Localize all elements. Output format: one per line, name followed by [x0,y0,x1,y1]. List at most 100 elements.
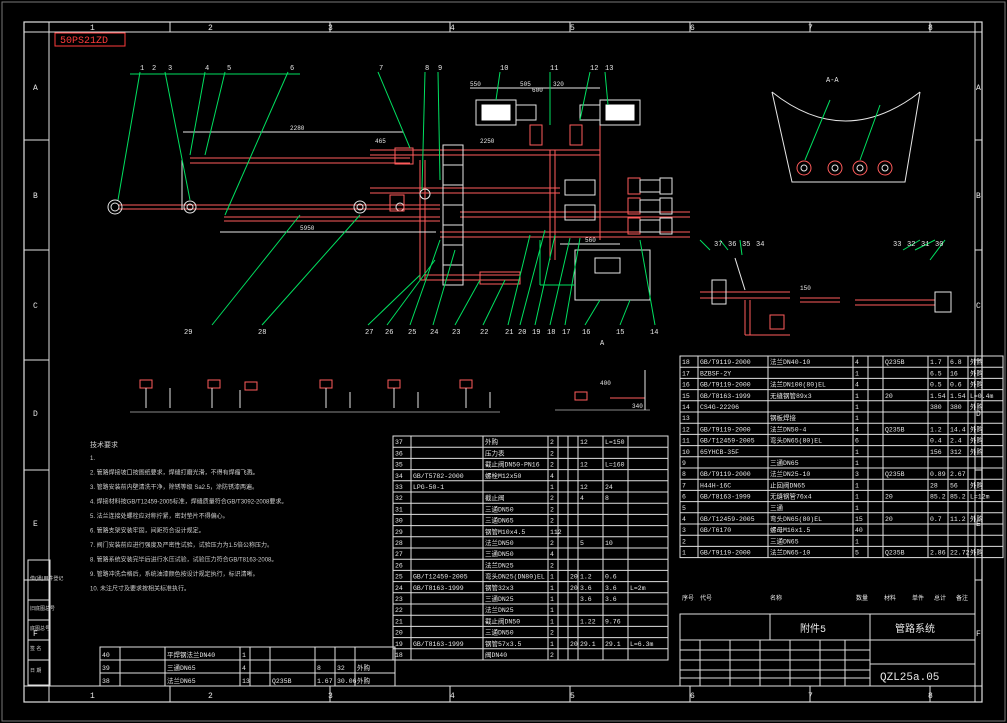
parts-top-cell: 2 [682,538,686,545]
ruler-bottom-label: 5 [570,692,575,701]
parts-top-cell: 外购 [970,548,984,557]
parts-top-cell: 4 [855,426,859,433]
parts-top-cell: 0.5 [930,382,942,389]
ruler-bottom-label: 4 [450,692,455,701]
ruler-left-label: E [33,520,38,529]
parts-mid-cell: 截止阀DN50-PN16 [485,460,540,469]
parts-top-cell: 1.54 [950,393,966,400]
dimension-text: 400 [600,380,611,387]
parts-mid-cell: 弯头DN25(DN80)EL [485,572,545,581]
parts-top-cell: 1 [855,482,859,489]
stamp-label: 旧底图总号 [30,605,55,612]
dimension-text: 2280 [290,125,305,132]
parts-mid-cell: 18 [395,652,403,659]
leader-number: 32 [907,241,915,249]
parts-top-cell: 三通DN65 [770,458,799,467]
parts-mid-cell: 24 [395,585,403,592]
parts-bottom-cell: 8 [317,665,321,672]
parts-top-cell: 1.7 [930,359,942,366]
parts-bottom-cell: 平焊钢法兰DN40 [167,650,215,659]
drawing-name: 附件5 [800,622,826,636]
parts-top-cell: 1 [855,415,859,422]
parts-top-cell: 外购 [970,436,984,445]
parts-mid-cell: 截止阀DN50 [485,616,520,625]
parts-top-cell: 法兰DN65-10 [770,548,810,557]
ruler-bottom-label: 6 [690,692,695,701]
parts-top-cell: 15 [682,393,690,400]
parts-mid-cell: 1 [550,618,554,625]
leader-number: 35 [742,241,750,249]
parts-top-cell: 弯头DN65(80)EL [770,436,822,445]
piping-plan [107,87,690,301]
parts-mid-cell: 9.76 [605,618,621,625]
parts-top-cell: 三通DN65 [770,536,799,545]
parts-bottom-cell: Q235B [272,678,292,685]
parts-mid-cell: 20 [395,630,403,637]
parts-mid-cell: 29.1 [580,641,596,648]
parts-top-cell: 40 [855,527,863,534]
ruler-top-label: 2 [208,24,213,33]
parts-top-cell: GB/T8163-1999 [700,494,751,501]
dimension-text: 5950 [300,225,315,232]
parts-top-cell: 外购 [970,480,984,489]
leader-number: 12 [590,65,598,73]
leader-number: 2 [152,65,156,73]
parts-top-cell: 10 [682,449,690,456]
parts-top-cell: 20 [885,516,893,523]
parts-top-cell: 4 [855,382,859,389]
parts-top-cell: 85.2 [930,494,946,501]
parts-mid-cell: 12 [580,439,588,446]
leader-number: 16 [582,329,590,337]
parts-top-cell: 1 [855,370,859,377]
parts-top-cell: 2.86 [930,550,946,557]
ruler-bottom-label: 2 [208,692,213,701]
parts-mid-cell: 1 [550,641,554,648]
note-line: 9. 管路冲洗合格后，系统油漆颜色按设计规定执行，标识清晰。 [90,570,259,578]
parts-header: 单件 [912,594,924,602]
parts-top-cell: 2.4 [950,438,962,445]
parts-top-cell: 4 [682,516,686,523]
parts-top-cell: 无缝钢管89x3 [770,391,812,400]
parts-top-cell: 1 [855,460,859,467]
note-line: 10. 未注尺寸及要求按相关标准执行。 [90,585,190,593]
parts-top-cell: 7 [682,482,686,489]
parts-top-cell: 2.67 [950,471,966,478]
parts-mid-cell: 钢管M10x4.5 [485,527,525,536]
parts-mid-cell: 4 [580,495,584,502]
parts-mid-cell: 30 [395,518,403,525]
parts-bottom-cell: 4 [242,665,246,672]
parts-top-cell: 0.6 [950,382,962,389]
parts-top-cell: 11 [682,438,690,445]
parts-top-cell: 14 [682,404,690,411]
parts-top-cell: 1 [855,404,859,411]
parts-top-cell: 20 [885,494,893,501]
leader-number: 36 [728,241,736,249]
parts-mid-cell: 1 [550,484,554,491]
parts-top-cell: 法兰DN40-10 [770,357,810,366]
parts-mid-cell: GB/T8163-1999 [413,641,464,648]
parts-mid-cell: 2 [550,652,554,659]
parts-mid-cell: 钢管32x3 [485,583,514,592]
leader-number: 13 [605,65,613,73]
parts-top-cell: 4 [855,359,859,366]
note-line: 2. 管路焊接坡口按图纸要求，焊缝打磨光滑，不得有焊瘤飞溅。 [90,469,259,477]
leader-number: 24 [430,329,438,337]
parts-mid-cell: 3.6 [580,596,592,603]
parts-top-cell: 1 [855,393,859,400]
parts-mid-cell: 2 [550,450,554,457]
parts-mid-cell: 2 [550,540,554,547]
parts-header: 材料 [884,594,896,602]
parts-top-cell: 14.4 [950,426,966,433]
parts-top-cell: 12 [682,426,690,433]
parts-top-cell: 3 [682,527,686,534]
parts-top-cell: GB/T9119-2000 [700,471,751,478]
parts-top-cell: GB/T9119-2000 [700,426,751,433]
parts-top-cell: Q235B [885,471,905,478]
parts-top-cell: 3 [855,471,859,478]
leader-number: 22 [480,329,488,337]
leader-number: 6 [290,65,294,73]
parts-mid-cell: 法兰DN25 [485,560,514,569]
